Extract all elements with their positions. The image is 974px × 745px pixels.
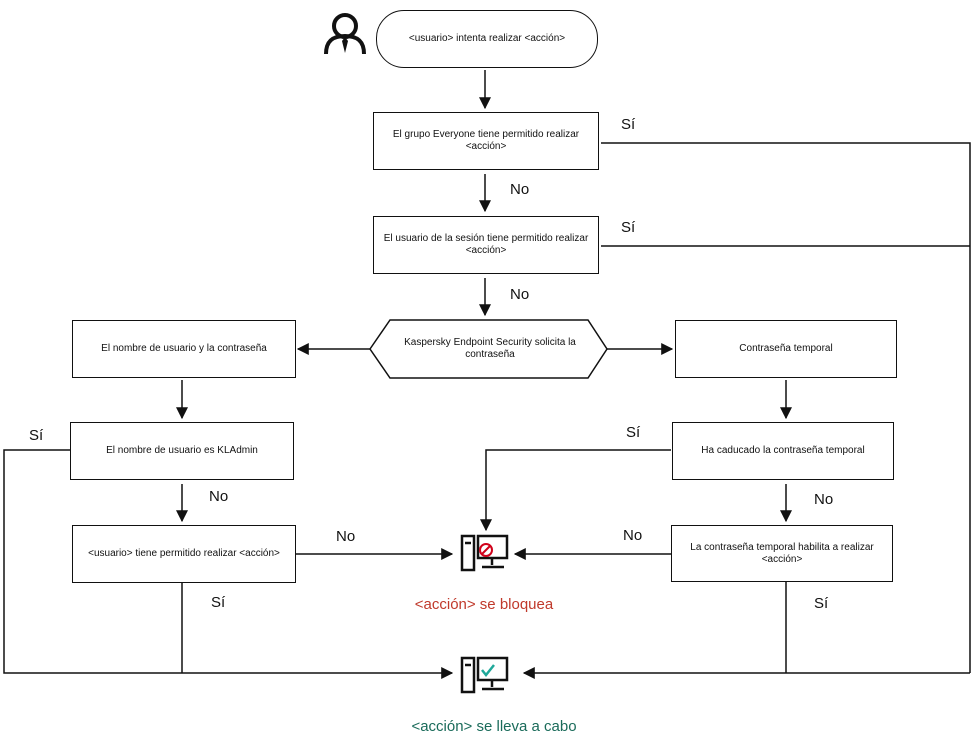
computer-blocked-icon: [460, 534, 509, 572]
step-user-allowed-text: <usuario> tiene permitido realizar <acci…: [88, 548, 280, 559]
label-yes-everyone: Sí: [621, 116, 636, 133]
label-yes-session: Sí: [621, 219, 636, 236]
start-text: <usuario> intenta realizar <acción>: [408, 33, 566, 44]
step-everyone-text: El grupo Everyone tiene permitido realiz…: [392, 129, 580, 152]
label-yes-kladmin: Sí: [29, 427, 44, 444]
step-temp-expired: Ha caducado la contraseña temporal: [672, 422, 894, 480]
label-no-session: No: [510, 286, 530, 303]
label-yes-temp-allows: Sí: [814, 595, 829, 612]
step-user-and-password-text: El nombre de usuario y la contraseña: [101, 343, 267, 354]
step-temp-password: Contraseña temporal: [675, 320, 897, 378]
computer-allowed-icon: [460, 656, 509, 694]
label-yes-user-allowed: Sí: [211, 594, 226, 611]
step-temp-expired-text: Ha caducado la contraseña temporal: [701, 445, 865, 456]
step-kes-requests-text: Kaspersky Endpoint Security solicita la …: [404, 337, 576, 360]
step-user-and-password: El nombre de usuario y la contraseña: [72, 320, 296, 378]
label-no-kladmin: No: [209, 488, 229, 505]
step-temp-allows-text: La contraseña temporal habilita a realiz…: [690, 541, 874, 565]
label-no-everyone: No: [510, 181, 530, 198]
step-temp-allows: La contraseña temporal habilita a realiz…: [671, 525, 893, 582]
step-kes-requests: Kaspersky Endpoint Security solicita la …: [386, 322, 594, 376]
label-no-temp-allows: No: [623, 527, 643, 544]
label-no-user-allowed: No: [336, 528, 356, 545]
step-session-user: El usuario de la sesión tiene permitido …: [373, 216, 599, 274]
result-blocked: <acción> se bloquea: [414, 596, 554, 613]
result-allowed: <acción> se lleva a cabo: [411, 718, 577, 735]
start-node: <usuario> intenta realizar <acción>: [376, 10, 598, 68]
step-session-user-text: El usuario de la sesión tiene permitido …: [383, 233, 589, 256]
step-temp-password-text: Contraseña temporal: [739, 343, 833, 354]
step-everyone: El grupo Everyone tiene permitido realiz…: [373, 112, 599, 170]
label-no-expired: No: [814, 491, 834, 508]
step-is-kladmin-text: El nombre de usuario es KLAdmin: [106, 445, 258, 456]
label-yes-expired: Sí: [626, 424, 641, 441]
user-icon: [324, 13, 366, 55]
step-is-kladmin: El nombre de usuario es KLAdmin: [70, 422, 294, 480]
kes-requests-shape: [369, 319, 608, 379]
step-user-allowed: <usuario> tiene permitido realizar <acci…: [72, 525, 296, 583]
